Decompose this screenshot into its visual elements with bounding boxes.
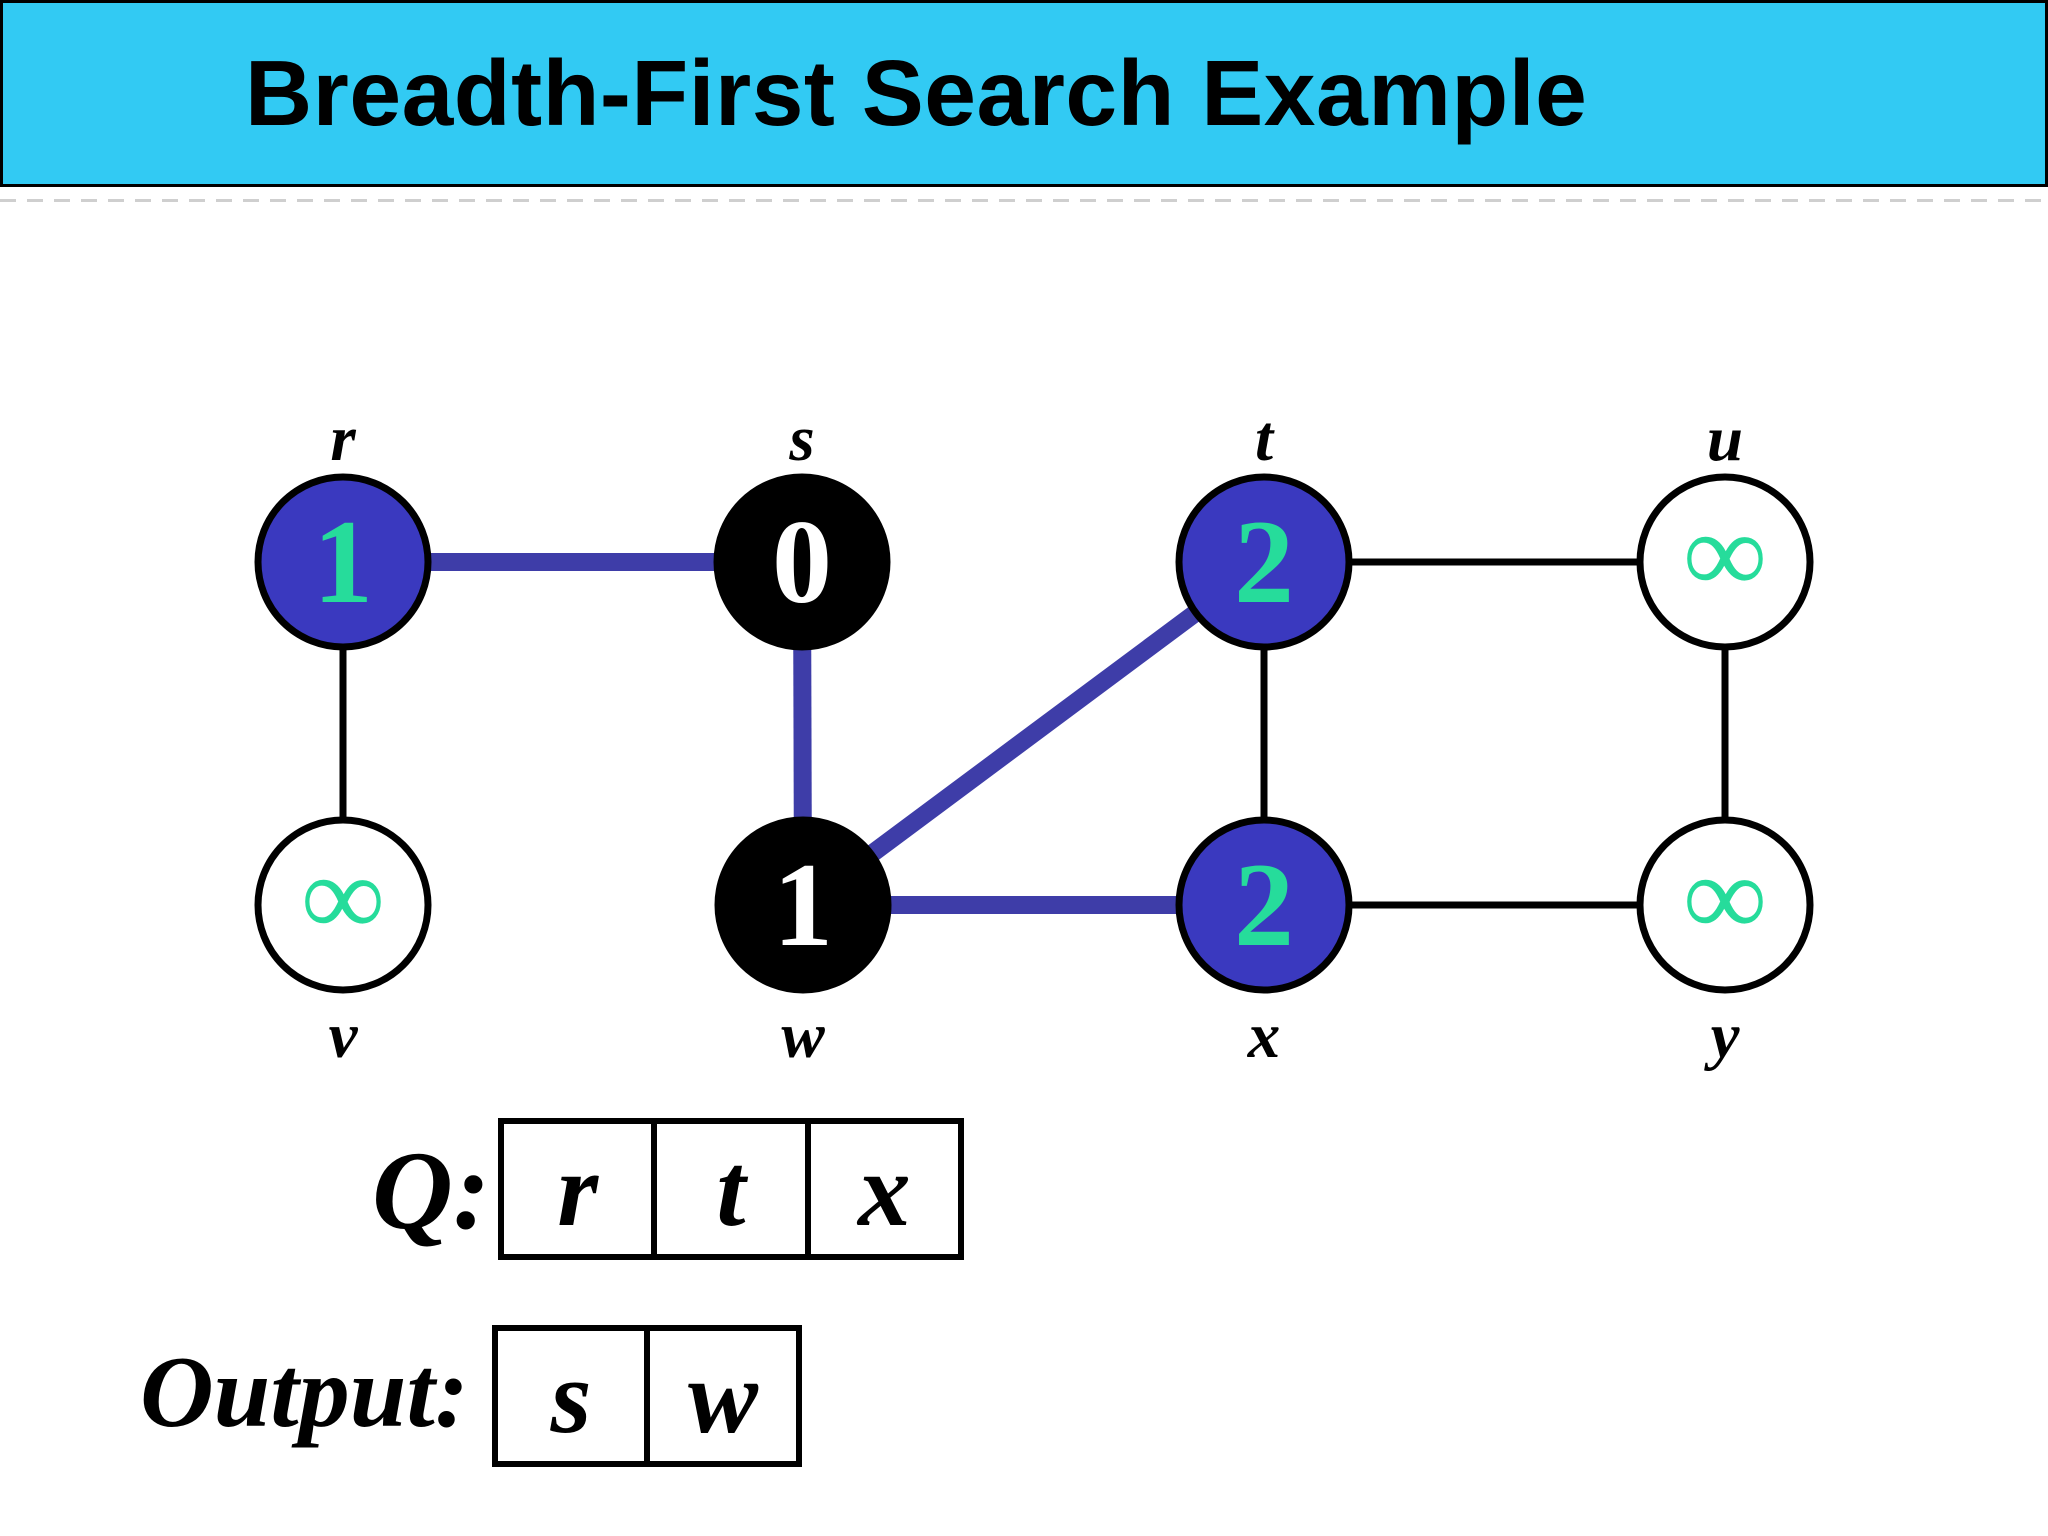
node-y-label: y <box>1704 1000 1741 1072</box>
node-r: 1r <box>254 403 432 651</box>
queue-cell-0: r <box>504 1124 658 1254</box>
node-s-label: s <box>788 403 814 475</box>
queue-cell-2: x <box>858 1130 911 1248</box>
output-cell-0: s <box>498 1331 650 1461</box>
node-v: ∞v <box>254 816 432 1072</box>
node-v-circle <box>254 816 432 994</box>
output-label: Output: <box>140 1336 469 1449</box>
node-r-label: r <box>330 403 356 475</box>
node-y-value: ∞ <box>1684 833 1766 960</box>
node-t-circle <box>1175 473 1353 651</box>
node-u-label: u <box>1707 403 1743 475</box>
node-x: 2x <box>1175 816 1353 1072</box>
node-r-circle <box>254 473 432 651</box>
node-u: ∞u <box>1636 403 1814 651</box>
node-x-label: x <box>1247 1000 1281 1072</box>
slide-title: Breadth-First Search Example <box>245 41 1588 145</box>
node-t-value: 2 <box>1234 495 1294 628</box>
queue-label: Q: <box>372 1129 491 1253</box>
node-s-circle <box>713 473 891 651</box>
node-v-value: ∞ <box>302 833 384 960</box>
node-u-value: ∞ <box>1684 490 1766 617</box>
node-w: 1w <box>714 816 892 1072</box>
node-w-value: 1 <box>773 838 833 971</box>
node-u-circle <box>1636 473 1814 651</box>
edge-w-t-tree <box>797 554 1270 913</box>
title-bar: Breadth-First Search Example <box>0 0 2048 187</box>
node-s-value: 0 <box>772 495 832 628</box>
node-v-label: v <box>329 1000 359 1072</box>
node-w-label: w <box>781 1000 825 1072</box>
node-x-circle <box>1175 816 1353 994</box>
node-w-circle <box>714 816 892 994</box>
node-x-value: 2 <box>1234 838 1294 971</box>
node-r-value: 1 <box>313 495 373 628</box>
node-y: ∞y <box>1636 816 1814 1072</box>
edges-layer <box>339 553 1729 914</box>
output-cell-1: w <box>687 1337 759 1455</box>
node-y-circle <box>1636 816 1814 994</box>
queue-cell-1: t <box>657 1124 811 1254</box>
node-t: 2t <box>1175 403 1353 651</box>
header-underline <box>0 199 2048 202</box>
node-s: 0s <box>713 403 891 651</box>
node-t-label: t <box>1255 403 1275 475</box>
